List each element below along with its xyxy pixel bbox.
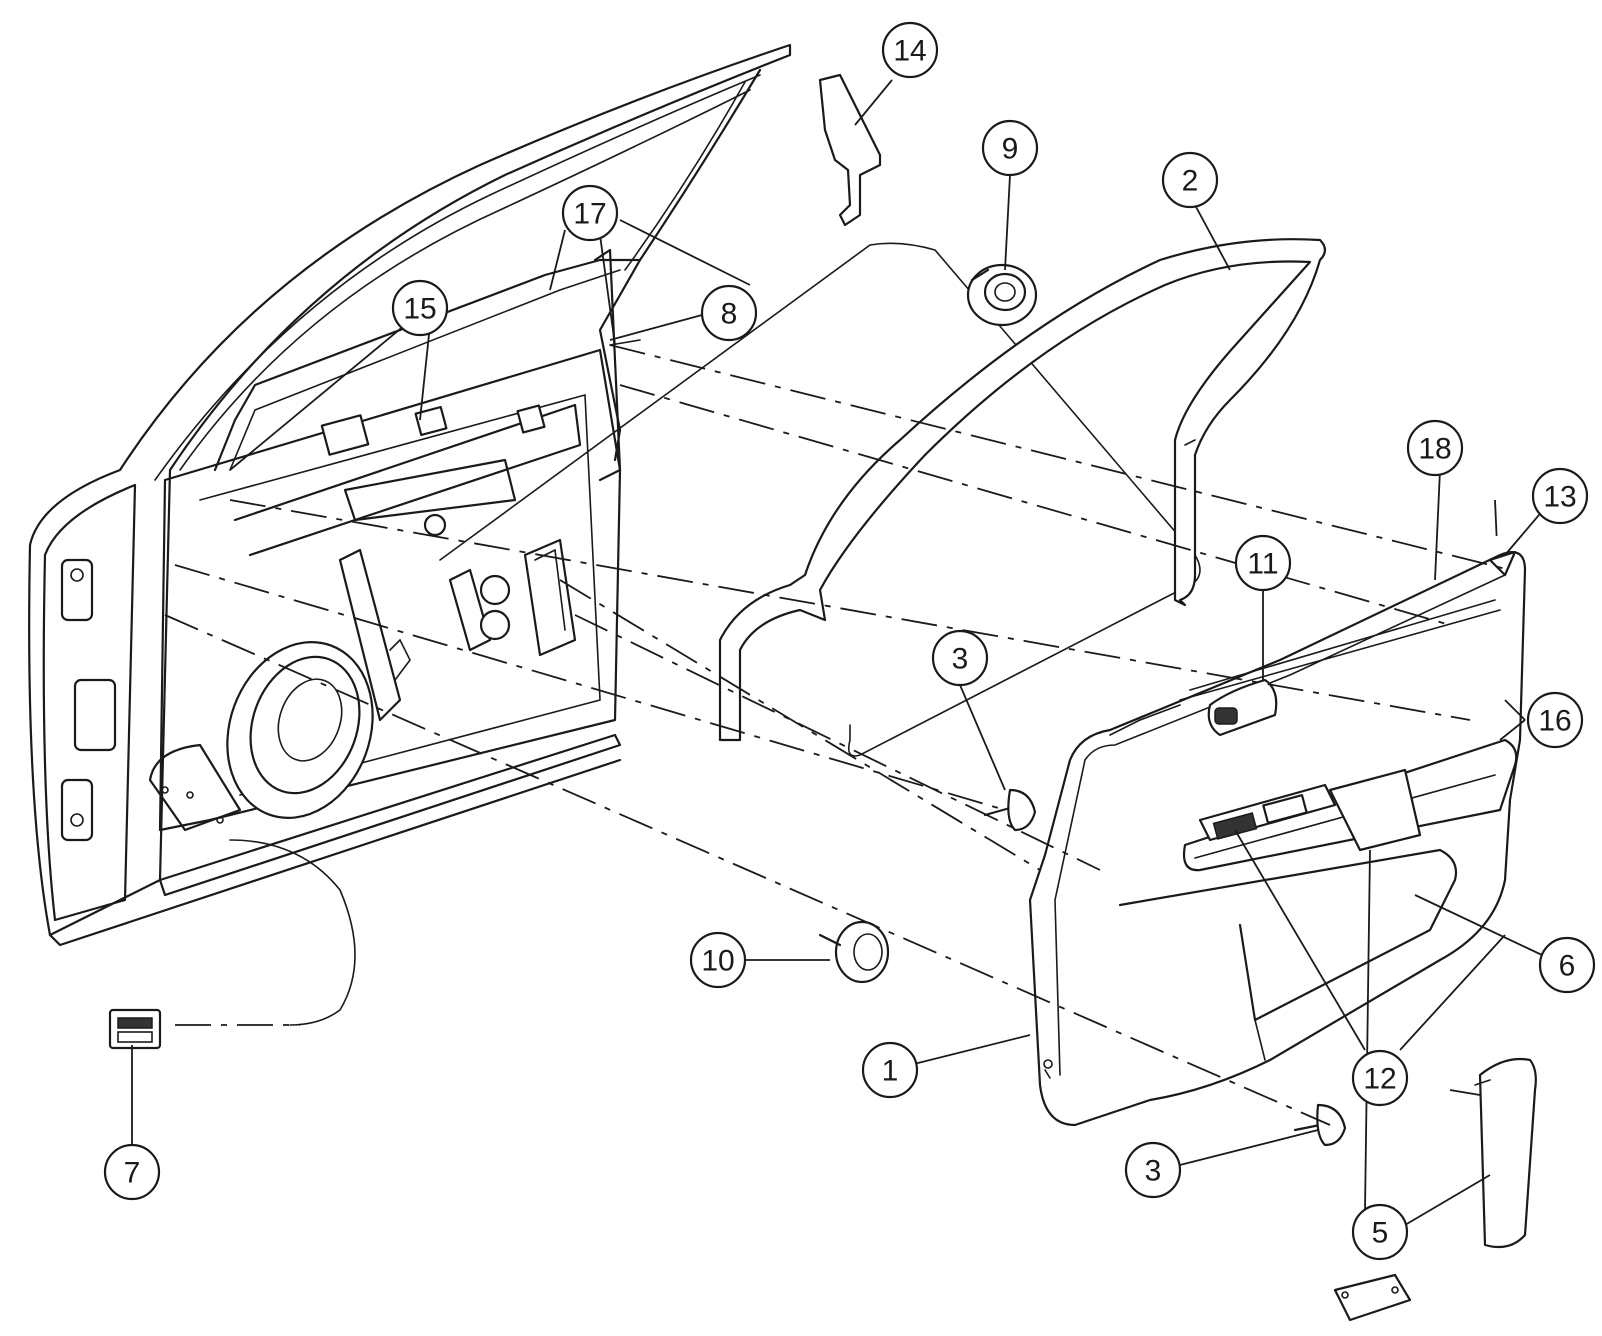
callout-1-label: 1 [882,1055,899,1088]
callout-5-label: 5 [1372,1217,1389,1250]
bracket-part-14 [818,73,882,227]
callout-5: 5 [1351,1203,1409,1261]
grommet-part-9 [966,263,1038,327]
callout-14-label: 14 [893,35,926,68]
leader-lines [131,79,1551,1226]
callout-6: 6 [1538,936,1596,994]
callout-16-label: 16 [1538,705,1571,738]
callout-8: 8 [700,284,758,342]
callout-2: 2 [1161,151,1219,209]
glass-run-channel [718,238,1327,742]
callout-18: 18 [1406,419,1464,477]
callout-11: 11 [1234,534,1292,592]
callout-10: 10 [689,931,747,989]
lamp-part-5 [1333,1273,1412,1322]
door-shell [28,43,792,1026]
reflector-part-5 [1474,1057,1537,1249]
callout-3-upper-label: 3 [952,643,969,676]
callout-3-lower: 3 [1124,1141,1182,1199]
callout-13: 13 [1531,467,1589,525]
callout-7-label: 7 [124,1157,141,1190]
push-pin-lower [1293,1103,1347,1147]
callout-3-lower-label: 3 [1145,1155,1162,1188]
callout-13-label: 13 [1543,481,1576,514]
callout-2-label: 2 [1182,165,1199,198]
door-trim-panel [1028,551,1527,1127]
callout-16: 16 [1526,691,1584,749]
callout-12-label: 12 [1363,1063,1396,1096]
callout-12: 12 [1351,1049,1409,1107]
callout-17-label: 17 [573,198,606,231]
connector-part-7 [108,1008,162,1050]
callout-9-label: 9 [1002,133,1019,166]
callout-18-label: 18 [1418,433,1451,466]
callout-1: 1 [861,1041,919,1099]
plug-part-10 [818,920,890,984]
callout-11-label: 11 [1247,548,1278,581]
callout-3-upper: 3 [931,629,989,687]
callout-8-label: 8 [721,298,738,331]
push-pin-upper [983,788,1037,832]
callout-14: 14 [881,21,939,79]
callout-15: 15 [391,279,449,337]
callout-7: 7 [103,1143,161,1201]
callout-10-label: 10 [701,945,734,978]
callout-6-label: 6 [1559,950,1576,983]
callout-17: 17 [561,184,619,242]
assembly-lines [164,344,1511,1126]
callout-15-label: 15 [403,293,436,326]
callout-9: 9 [981,119,1039,177]
